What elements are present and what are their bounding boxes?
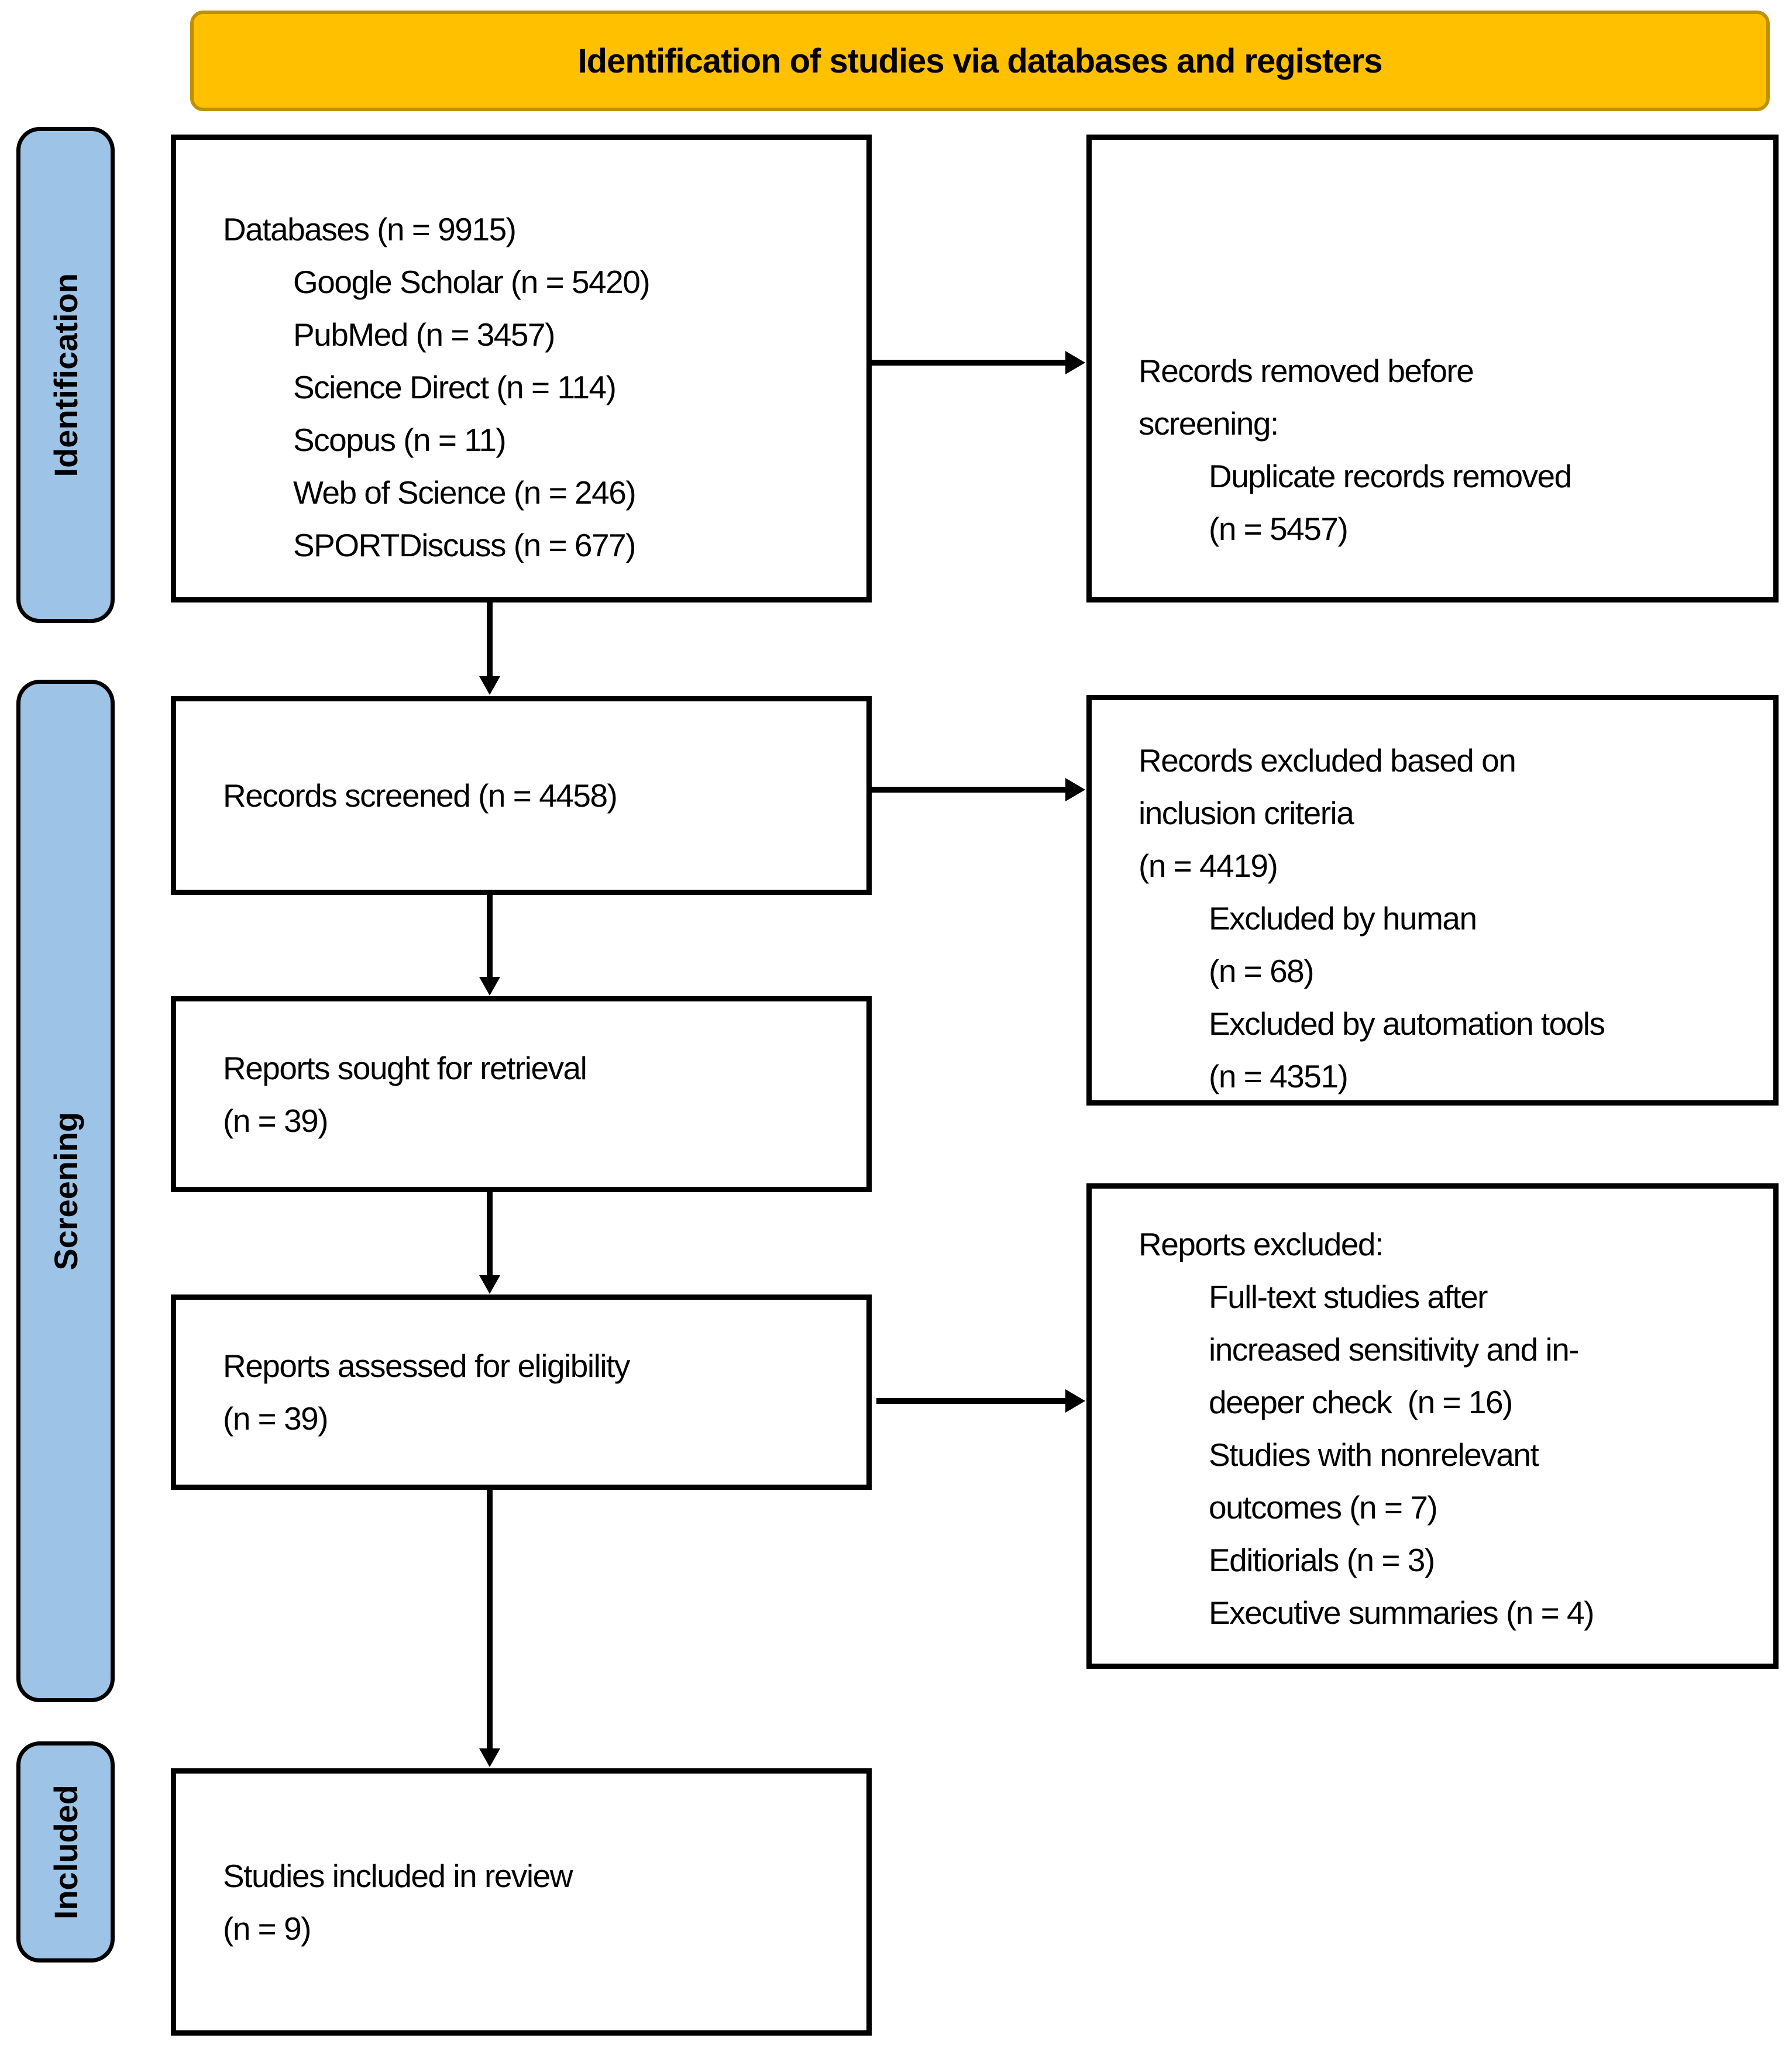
box-records-excluded-items: Excluded by human (n = 68) Excluded by a… [1209, 900, 1605, 1094]
arrow-right-head [1065, 778, 1085, 801]
stage-identification: Identification [16, 127, 115, 623]
arrow-records-screened-to-records-excluded [872, 778, 1085, 801]
arrow-line [876, 1398, 1069, 1404]
box-records-removed-items: Duplicate records removed (n = 5457) [1209, 458, 1572, 547]
arrow-line [872, 787, 1069, 793]
box-databases-items: Google Scholar (n = 5420) PubMed (n = 34… [293, 264, 651, 563]
arrow-down-head [479, 977, 500, 996]
arrow-records-screened-to-reports-sought [479, 895, 500, 996]
box-databases: Databases (n = 9915) Google Scholar (n =… [171, 135, 872, 602]
box-records-screened: Records screened (n = 4458) [171, 696, 872, 895]
arrow-line [872, 360, 1069, 366]
stage-screening: Screening [16, 680, 115, 1702]
arrow-line [487, 895, 493, 979]
arrow-databases-to-records-screened [479, 602, 500, 695]
box-databases-heading: Databases (n = 9915) [223, 211, 517, 247]
arrow-down-head [479, 1748, 500, 1767]
stage-included-label: Included [47, 1784, 84, 1920]
box-studies-included-text: Studies included in review (n = 9) [223, 1857, 573, 1947]
box-studies-included: Studies included in review (n = 9) [171, 1768, 872, 2036]
arrow-databases-to-records-removed [872, 351, 1085, 374]
arrow-right-head [1065, 351, 1085, 374]
arrow-line [487, 602, 493, 679]
stage-identification-label: Identification [47, 273, 84, 477]
box-reports-assessed: Reports assessed for eligibility (n = 39… [171, 1294, 872, 1490]
arrow-right-head [1065, 1389, 1085, 1413]
banner-identification-of-studies: Identification of studies via databases … [190, 11, 1770, 111]
box-reports-excluded-items: Full-text studies after increased sensit… [1209, 1279, 1594, 1631]
arrow-down-head [479, 676, 500, 695]
arrow-down-head [479, 1275, 500, 1294]
box-reports-sought-text: Reports sought for retrieval (n = 39) [223, 1049, 587, 1139]
arrow-reports-assessed-to-reports-excluded [876, 1389, 1085, 1413]
stage-included: Included [16, 1741, 115, 1963]
box-records-excluded: Records excluded based on inclusion crit… [1086, 695, 1779, 1106]
box-records-excluded-heading: Records excluded based on inclusion crit… [1139, 742, 1516, 884]
stage-screening-label: Screening [47, 1111, 84, 1271]
box-reports-excluded-heading: Reports excluded: [1139, 1226, 1384, 1262]
banner-title: Identification of studies via databases … [577, 42, 1383, 80]
box-reports-assessed-text: Reports assessed for eligibility (n = 39… [223, 1348, 630, 1437]
box-reports-sought: Reports sought for retrieval (n = 39) [171, 996, 872, 1192]
box-records-screened-text: Records screened (n = 4458) [223, 777, 618, 814]
box-records-removed: Records removed before screening: Duplic… [1086, 135, 1779, 602]
arrow-line [487, 1490, 493, 1751]
box-reports-excluded: Reports excluded: Full-text studies afte… [1086, 1183, 1779, 1669]
arrow-line [487, 1192, 493, 1278]
arrow-reports-sought-to-reports-assessed [479, 1192, 500, 1294]
box-records-removed-heading: Records removed before screening: [1139, 353, 1474, 442]
arrow-reports-assessed-to-studies-included [479, 1490, 500, 1767]
